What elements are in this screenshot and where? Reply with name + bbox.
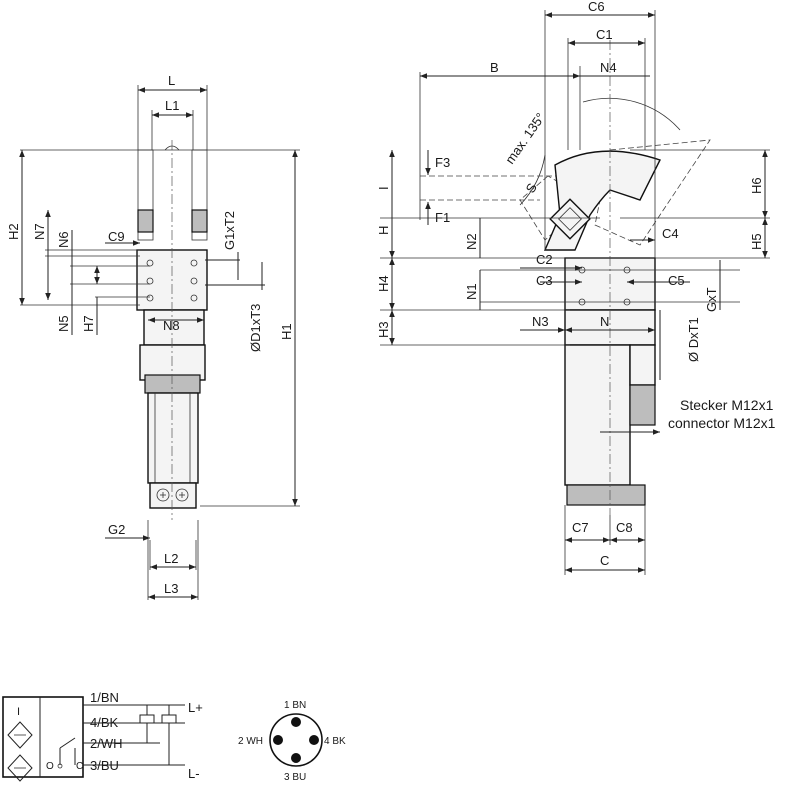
dim-angle: max. 135° [502,110,548,167]
dim-h7: H7 [81,315,96,332]
dim-h5: H5 [749,233,764,250]
dim-l: L [168,73,175,88]
dim-h1: H1 [279,323,294,340]
right-view: C6 C1 B N4 max. 135° F3 F1 I S H H6 N2 C… [376,0,776,575]
dim-l2: L2 [164,551,178,566]
left-view: L L1 H2 N7 N6 C9 G1xT2 N5 H7 N8 ØD1xT3 H… [6,73,300,600]
dim-d1xt3: ØD1xT3 [248,304,263,352]
dim-c1: C1 [596,27,613,42]
dim-f1: F1 [435,210,450,225]
supply-minus: L- [188,766,200,781]
contact-c: C [76,761,83,772]
dim-g2: G2 [108,522,125,537]
dim-h4: H4 [376,275,391,292]
dim-f3: F3 [435,155,450,170]
dim-g1xt2: G1xT2 [222,211,237,250]
dim-b: B [490,60,499,75]
dim-c3: C3 [536,273,553,288]
dim-dxt1: Ø DxT1 [686,317,701,362]
pin-2-wh: 2 WH [238,736,263,747]
dim-i: I [376,186,391,190]
dim-h: H [376,226,391,235]
dim-l1: L1 [165,98,179,113]
pin-3-bu: 3 BU [284,772,306,783]
supply-plus: L+ [188,700,203,715]
dim-n: N [600,314,609,329]
dim-n7: N7 [32,223,47,240]
dim-h3: H3 [376,321,391,338]
dim-gxt: GxT [704,287,719,312]
dim-c2: C2 [536,252,553,267]
dim-h2: H2 [6,223,21,240]
dim-n1: N1 [464,283,479,300]
connector-pinout: 1 BN 2 WH 4 BK 3 BU [238,700,346,783]
dim-l3: L3 [164,581,178,596]
pin-4-bk: 4 BK [324,736,346,747]
dim-c4: C4 [662,226,679,241]
wire-1-bn: 1/BN [90,690,119,705]
dim-c8: C8 [616,520,633,535]
dim-c6: C6 [588,0,605,14]
dim-n6: N6 [56,231,71,248]
connector-label-en: connector M12x1 [668,415,776,431]
connector-label-de: Stecker M12x1 [680,397,774,413]
wiring-marker-i: I [17,706,20,718]
wiring-diagram: I 1/BN 4/BK 2/WH 3/BU O C L+ L- [2,690,203,782]
dim-n4: N4 [600,60,617,75]
dim-c5: C5 [668,273,685,288]
dim-c7: C7 [572,520,589,535]
dim-h6: H6 [749,177,764,194]
dim-n2: N2 [464,233,479,250]
pin-1-bn: 1 BN [284,700,306,711]
dim-n3: N3 [532,314,549,329]
wire-2-wh: 2/WH [90,736,123,751]
dim-n5: N5 [56,315,71,332]
dim-n8: N8 [163,318,180,333]
dim-s: S [523,180,540,195]
wire-4-bk: 4/BK [90,715,119,730]
contact-o: O [46,761,54,772]
wire-3-bu: 3/BU [90,758,119,773]
dim-c: C [600,553,609,568]
dim-c9: C9 [108,229,125,244]
